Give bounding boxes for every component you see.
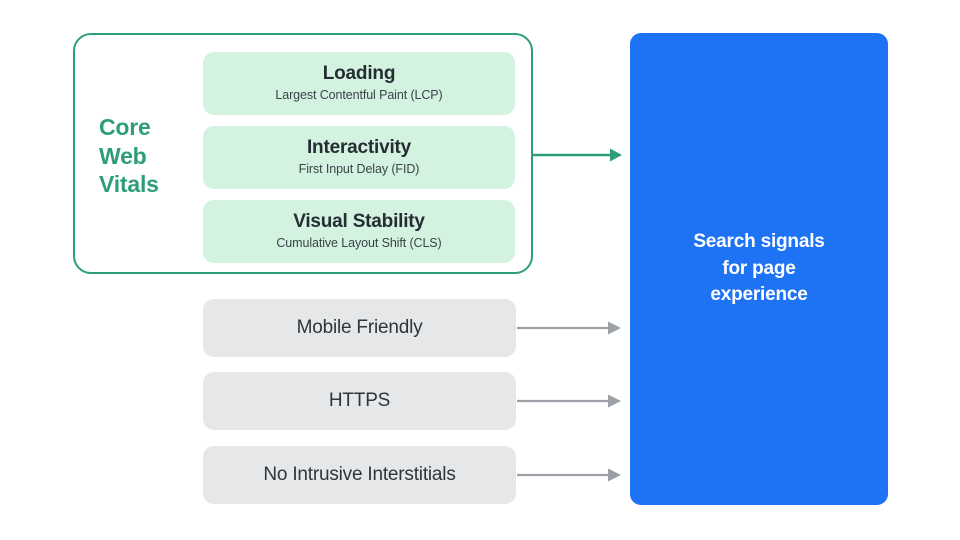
arrow-core-web-vitals — [533, 148, 622, 162]
arrow-mobile-friendly — [517, 321, 621, 335]
vital-card-subtitle: First Input Delay (FID) — [298, 162, 420, 177]
search-signals-line-3: experience — [710, 284, 808, 306]
search-signals-panel[interactable]: Search signals for page experience — [630, 33, 888, 505]
signal-box-label: No Intrusive Interstitials — [263, 464, 456, 485]
signal-box-label: HTTPS — [328, 390, 391, 411]
vital-card-title: Interactivity — [306, 137, 412, 159]
arrow-no-intrusive-interstitials — [517, 468, 621, 482]
core-web-vitals-label-line-2: Web — [99, 142, 147, 169]
core-web-vitals-label: Core Web Vitals — [99, 113, 195, 199]
arrow-https — [517, 394, 621, 408]
core-web-vitals-group — [73, 33, 533, 274]
core-web-vitals-label-line-3: Vitals — [99, 171, 159, 198]
signal-box-https[interactable]: HTTPS — [203, 372, 516, 430]
vital-card-subtitle: Largest Contentful Paint (LCP) — [275, 88, 443, 103]
signal-box-mobile-friendly[interactable]: Mobile Friendly — [203, 299, 516, 357]
vital-card-subtitle: Cumulative Layout Shift (CLS) — [276, 236, 442, 251]
search-signals-panel-text: Search signals for page experience — [675, 229, 842, 310]
signal-box-no-intrusive-interstitials[interactable]: No Intrusive Interstitials — [203, 446, 516, 504]
vital-card-title: Visual Stability — [293, 211, 425, 233]
signal-box-label: Mobile Friendly — [296, 317, 423, 338]
vital-card-interactivity[interactable]: Interactivity First Input Delay (FID) — [203, 126, 515, 189]
search-signals-line-1: Search signals — [693, 230, 825, 252]
vital-card-loading[interactable]: Loading Largest Contentful Paint (LCP) — [203, 52, 515, 115]
search-signals-line-2: for page — [722, 257, 796, 279]
vital-card-visual-stability[interactable]: Visual Stability Cumulative Layout Shift… — [203, 200, 515, 263]
vital-card-title: Loading — [322, 63, 396, 85]
core-web-vitals-label-line-1: Core — [99, 114, 151, 140]
